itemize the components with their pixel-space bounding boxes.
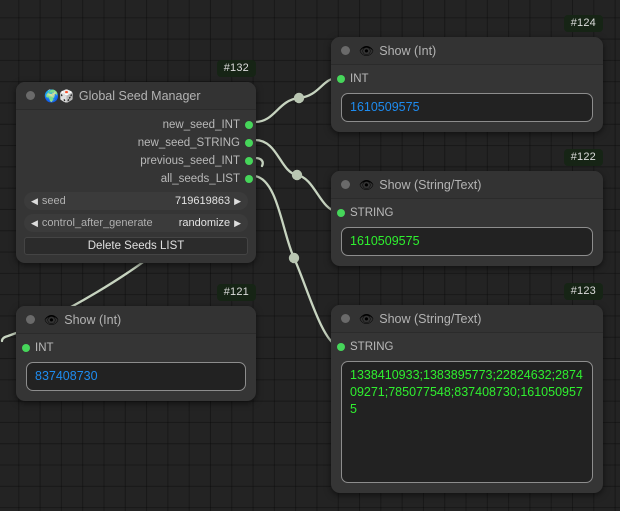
link-new-seed-string-to-122 [253, 138, 340, 214]
node-global-seed-manager[interactable]: #132 🌍 🎲 Global Seed Manager new_seed_IN… [16, 60, 256, 263]
seed-label: seed [41, 195, 66, 207]
output-label: new_seed_STRING [137, 137, 240, 149]
input-label: STRING [350, 207, 394, 219]
output-port-dot[interactable] [245, 175, 253, 183]
link-previous-seed-int-to-121 [253, 156, 264, 168]
output-port-dot[interactable] [245, 139, 253, 147]
eye-icon: 👁 [44, 312, 59, 327]
control-after-generate-stepper[interactable]: ◀ control_after_generate randomize ▶ [24, 214, 248, 232]
node-title-label: Show (Int) [64, 312, 122, 327]
output-slot-new-seed-string[interactable]: new_seed_STRING [16, 134, 256, 152]
input-port-dot[interactable] [22, 344, 30, 352]
node-title-label: Show (String/Text) [379, 311, 482, 326]
node-show-int-121[interactable]: #121 👁 Show (Int) INT 837408730 [16, 284, 256, 401]
eye-icon: 👁 [359, 311, 374, 326]
output-slot-previous-seed-int[interactable]: previous_seed_INT [16, 152, 256, 170]
node-show-string-122[interactable]: #122 👁 Show (String/Text) STRING 1610509… [331, 149, 603, 266]
link-new-seed-int-to-124 [253, 76, 340, 124]
value-display-int: 837408730 [26, 362, 246, 391]
node-body: INT 1610509575 [331, 65, 603, 122]
seed-value[interactable]: 719619863 [175, 195, 231, 207]
node-id-badge: #124 [563, 15, 603, 32]
link-midpoint-dot [288, 252, 300, 264]
link-midpoint-dot [293, 92, 305, 104]
control-after-generate-value[interactable]: randomize [178, 217, 231, 229]
node-title-bar[interactable]: 👁 Show (Int) [331, 37, 603, 65]
output-label: new_seed_INT [162, 119, 240, 131]
node-id-badge: #122 [563, 149, 603, 166]
stepper-right-arrow-icon[interactable]: ▶ [234, 217, 241, 228]
node-title-bar[interactable]: 👁 Show (Int) [16, 306, 256, 334]
node-show-string-123[interactable]: #123 👁 Show (String/Text) STRING 1338410… [331, 283, 603, 493]
eye-icon: 👁 [359, 177, 374, 192]
collapse-dot-icon[interactable] [341, 314, 350, 323]
stepper-left-arrow-icon[interactable]: ◀ [31, 195, 38, 206]
input-slot-int[interactable]: INT [331, 70, 603, 88]
node-show-int-124[interactable]: #124 👁 Show (Int) INT 1610509575 [331, 15, 603, 132]
collapse-dot-icon[interactable] [26, 315, 35, 324]
input-label: INT [350, 73, 369, 85]
eye-icon: 👁 [359, 43, 374, 58]
output-port-dot[interactable] [245, 121, 253, 129]
input-label: STRING [350, 341, 394, 353]
input-slot-string[interactable]: STRING [331, 204, 603, 222]
node-body: STRING 1610509575 [331, 199, 603, 256]
input-port-dot[interactable] [337, 209, 345, 217]
output-label: all_seeds_LIST [160, 173, 240, 185]
output-slot-new-seed-int[interactable]: new_seed_INT [16, 116, 256, 134]
stepper-right-arrow-icon[interactable]: ▶ [234, 195, 241, 206]
node-title-bar[interactable]: 🌍 🎲 Global Seed Manager [16, 82, 256, 110]
node-title-label: Show (String/Text) [379, 177, 482, 192]
node-title-bar[interactable]: 👁 Show (String/Text) [331, 305, 603, 333]
node-body: INT 837408730 [16, 334, 256, 391]
node-title-bar[interactable]: 👁 Show (String/Text) [331, 171, 603, 199]
link-midpoint-dot [291, 169, 303, 181]
seed-stepper[interactable]: ◀ seed 719619863 ▶ [24, 192, 248, 210]
collapse-dot-icon[interactable] [26, 91, 35, 100]
link-all-seeds-list-to-123 [253, 174, 340, 348]
node-title-label: Show (Int) [379, 43, 437, 58]
collapse-dot-icon[interactable] [341, 180, 350, 189]
node-body: STRING 1338410933;1383895773;22824632;28… [331, 333, 603, 483]
input-slot-string[interactable]: STRING [331, 338, 603, 356]
value-display-string: 1610509575 [341, 227, 593, 256]
globe-icon: 🌍 [44, 88, 59, 103]
output-port-dot[interactable] [245, 157, 253, 165]
collapse-dot-icon[interactable] [341, 46, 350, 55]
output-label: previous_seed_INT [140, 155, 240, 167]
control-after-generate-label: control_after_generate [41, 217, 153, 229]
node-body: new_seed_INT new_seed_STRING previous_se… [16, 110, 256, 255]
delete-seeds-list-button[interactable]: Delete Seeds LIST [24, 237, 248, 255]
stepper-left-arrow-icon[interactable]: ◀ [31, 217, 38, 228]
input-port-dot[interactable] [337, 343, 345, 351]
dice-icon: 🎲 [58, 88, 74, 103]
node-id-badge: #132 [216, 60, 256, 77]
node-id-badge: #121 [216, 284, 256, 301]
input-label: INT [35, 342, 54, 354]
value-display-string: 1338410933;1383895773;22824632;287409271… [341, 361, 593, 483]
output-slot-all-seeds-list[interactable]: all_seeds_LIST [16, 170, 256, 188]
value-display-int: 1610509575 [341, 93, 593, 122]
node-title-label: Global Seed Manager [78, 88, 201, 103]
input-port-dot[interactable] [337, 75, 345, 83]
node-id-badge: #123 [563, 283, 603, 300]
input-slot-int[interactable]: INT [16, 339, 256, 357]
